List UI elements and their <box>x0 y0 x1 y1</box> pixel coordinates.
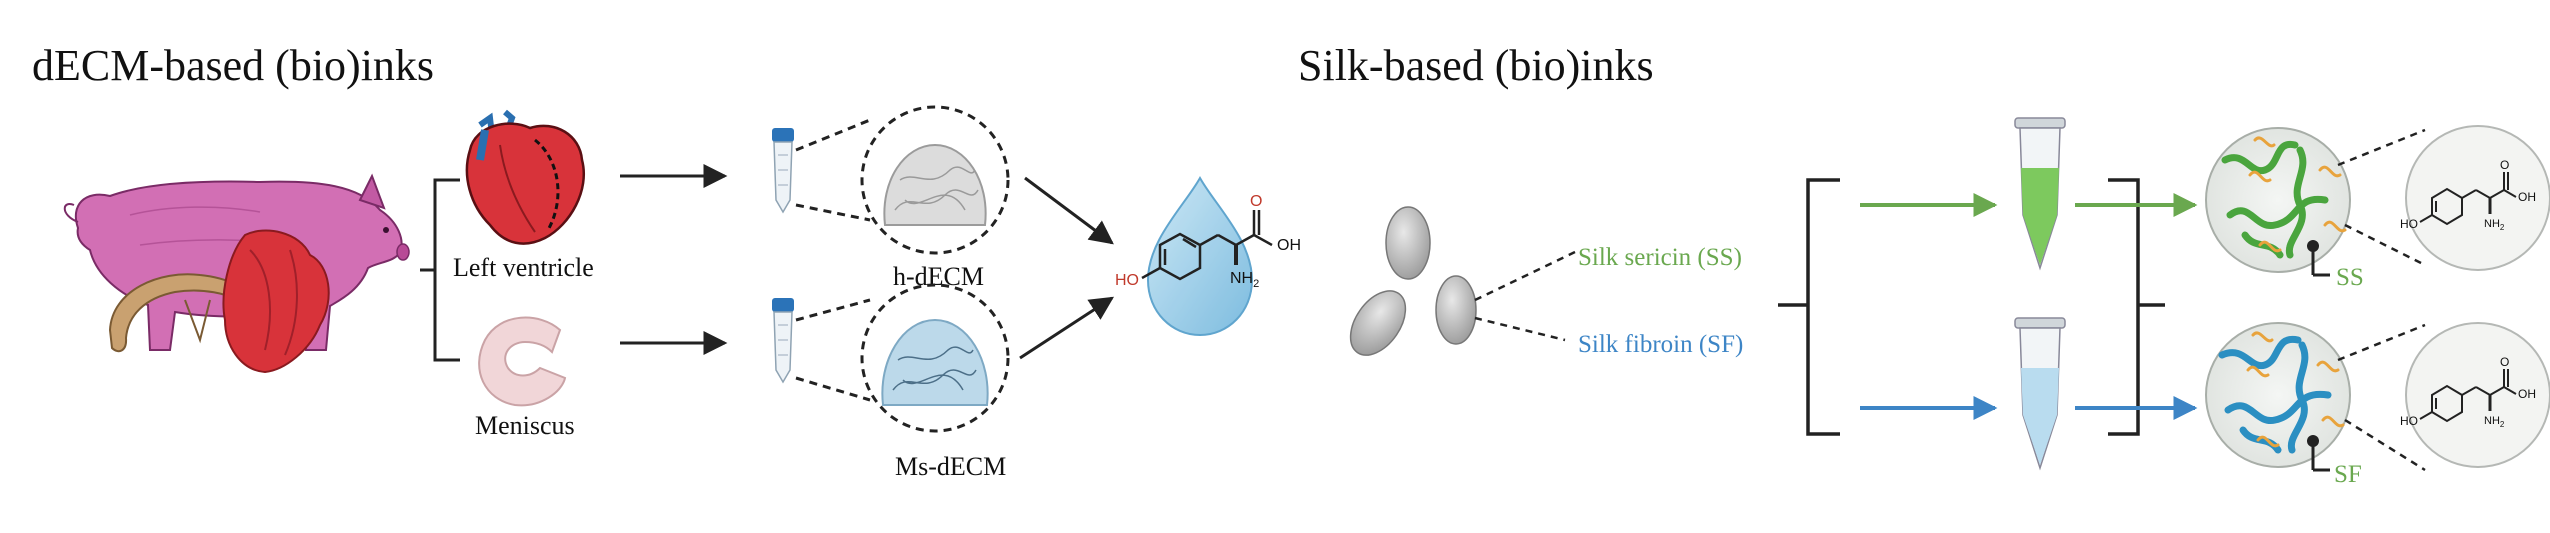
zoom-dashes-bottom <box>795 298 871 402</box>
arrow-ms-decm-to-drop <box>1019 296 1115 360</box>
ss-polymer-chains <box>2221 136 2347 259</box>
sf-molecule-nh: NH <box>2484 415 2500 427</box>
left-molecule-o: O <box>1250 193 1262 210</box>
sf-molecule-nh2: NH2 <box>2484 415 2505 429</box>
ss-molecule-nh-sub: 2 <box>2500 223 2505 232</box>
heart-organ-illustration <box>465 109 585 245</box>
sf-molecule-structure <box>2419 369 2517 423</box>
ss-molecule-nh2: NH2 <box>2484 218 2505 232</box>
sf-molecule-ho: HO <box>2400 414 2418 428</box>
eppendorf-tube-blue <box>2014 317 2066 471</box>
ss-molecule-oh: OH <box>2518 190 2536 204</box>
arrow-h-decm-to-drop <box>1024 176 1114 245</box>
eppendorf-tube-green <box>2014 117 2066 271</box>
h-decm-hydrogel <box>883 143 987 226</box>
sf-molecule-oh: OH <box>2518 387 2536 401</box>
sf-molecule-circle <box>2405 322 2550 468</box>
zoom-dashes-right <box>2337 128 2426 472</box>
label-silk-sericin: Silk sericin (SS) <box>1578 244 1742 271</box>
sf-crosslink-pin <box>2307 435 2330 472</box>
right-bracket-join <box>2108 178 2165 436</box>
ss-molecule-nh: NH <box>2484 218 2500 230</box>
left-molecule-nh-sub: 2 <box>1253 278 1259 290</box>
falcon-tube-bottom <box>772 298 794 384</box>
pig-heart-illustration <box>222 229 330 374</box>
label-silk-fibroin: Silk fibroin (SF) <box>1578 331 1743 358</box>
left-molecule-ho: HO <box>1115 272 1139 289</box>
sf-molecule-nh-sub: 2 <box>2500 420 2505 429</box>
title-silk-bioinks: Silk-based (bio)inks <box>1298 41 1654 90</box>
left-molecule-structure <box>1141 210 1273 281</box>
ms-decm-hydrogel <box>881 318 989 406</box>
ss-molecule-o: O <box>2500 158 2509 172</box>
left-molecule-oh: OH <box>1277 237 1301 254</box>
label-ms-decm: Ms-dECM <box>895 452 1006 481</box>
label-left-ventricle: Left ventricle <box>453 253 594 282</box>
silk-cocoons <box>1349 206 1477 356</box>
left-bracket <box>420 178 460 362</box>
label-sf: SF <box>2334 461 2362 488</box>
ss-crosslink-pin <box>2307 240 2330 277</box>
right-bracket-split <box>1778 178 1840 436</box>
cocoon-dashes <box>1474 250 1576 342</box>
meniscus-organ-illustration <box>478 316 567 407</box>
ss-molecule-ho: HO <box>2400 217 2418 231</box>
sf-molecule-o: O <box>2500 355 2509 369</box>
zoom-dashes-top <box>795 118 871 222</box>
left-molecule-nh2: NH2 <box>1230 270 1259 290</box>
label-meniscus: Meniscus <box>475 411 575 440</box>
falcon-tube-top <box>772 128 794 214</box>
label-ss: SS <box>2336 264 2364 291</box>
title-decm-bioinks: dECM-based (bio)inks <box>32 41 434 90</box>
ss-molecule-structure <box>2419 172 2517 226</box>
left-molecule-nh: NH <box>1230 270 1253 287</box>
sf-polymer-chains <box>2218 331 2345 454</box>
ss-molecule-circle <box>2405 125 2550 271</box>
